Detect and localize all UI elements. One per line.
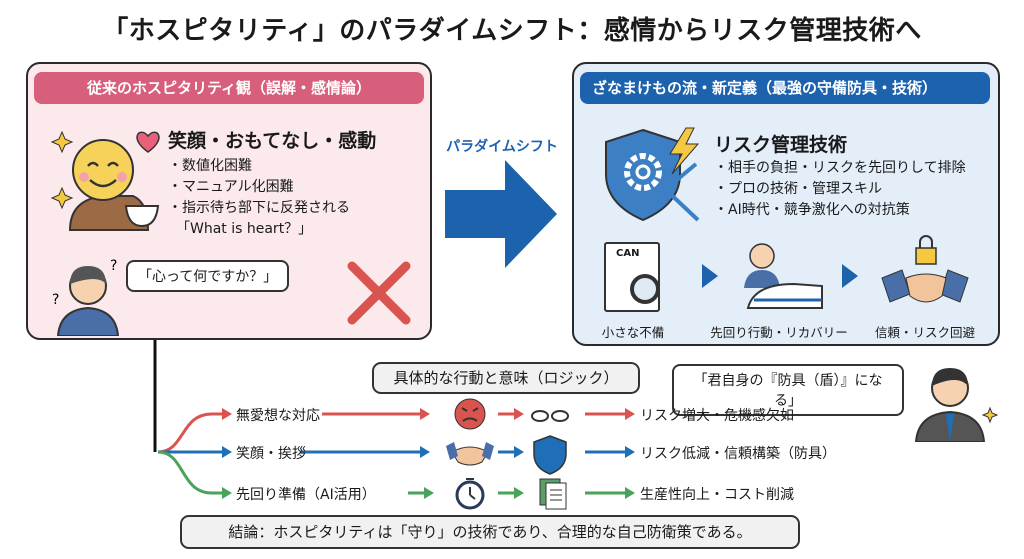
bullet-item: ・指示待ち部下に反発される (168, 200, 350, 216)
paradigm-shift-arrow-icon (445, 160, 557, 268)
conclusion-box: 結論：ホスピタリティは「守り」の技術であり、合理的な自己防衛策である。 (180, 515, 800, 549)
step-arrow-icon (702, 264, 718, 288)
confident-employee-icon (914, 368, 998, 442)
new-definition-panel: ざなまけもの流・新定義（最強の守備防具・技術） リスク管理技術 ・相手の負担・リ… (572, 62, 1000, 346)
red-arrows (212, 408, 635, 420)
traditional-view-header: 従来のホスピタリティ観（誤解・感情論） (34, 72, 424, 104)
action-label-smile-greeting: 笑顔・挨拶 (236, 446, 306, 462)
page-title: 「ホスピタリティ」のパラダイムシフト：感情からリスク管理技術へ (102, 16, 922, 46)
confused-employee-icon: ?? (52, 258, 120, 336)
confused-speech-bubble: 「心って何ですか？」 (126, 260, 290, 292)
bullet-item: ・AI時代・競争激化への対抗策 (714, 202, 910, 218)
smiling-host-icon (50, 130, 160, 231)
shield-gear-icon (605, 127, 700, 222)
angry-face-icon (454, 398, 486, 430)
document-magnifier-icon: CAN (604, 242, 660, 312)
handshake-icon (446, 442, 494, 466)
paradigm-shift-label: パラダイムシフト (446, 139, 558, 155)
documents-icon (539, 478, 567, 510)
risk-management-bullets: ・相手の負担・リスクを先回りして排除 ・プロの技術・管理スキル ・AI時代・競争… (714, 158, 966, 221)
stopwatch-icon (455, 478, 485, 510)
broken-chain-icon (531, 410, 569, 422)
step-arrow-icon (842, 264, 858, 288)
green-arrows (212, 487, 635, 499)
action-label-proactive-prep: 先回り準備（AI活用） (236, 487, 376, 503)
traditional-bullets: ・数値化困難 ・マニュアル化困難 ・指示待ち部下に反発される 「What is … (168, 156, 350, 240)
step-label: 小さな不備 (601, 325, 665, 340)
svg-text:?: ? (110, 258, 117, 274)
blue-arrows (212, 446, 635, 458)
train-recovery-icon (744, 243, 823, 309)
bullet-item: ・数値化困難 (168, 158, 252, 174)
bullet-item: ・プロの技術・管理スキル (714, 181, 882, 197)
step-label: 先回り行動・リカバリー (710, 325, 848, 340)
document-label: CAN (616, 248, 640, 259)
shield-icon (533, 435, 567, 475)
result-label-risk-reduction: リスク低減・信頼構築（防具） (640, 446, 836, 462)
result-label-risk-increase: リスク増大・危機感欠如 (640, 408, 794, 424)
result-label-productivity: 生産性向上・コスト削減 (640, 487, 794, 503)
svg-text:?: ? (52, 292, 59, 308)
step-label: 信頼・リスク回避 (874, 325, 975, 340)
what-is-heart-quote: 「What is heart？」 (176, 221, 313, 237)
cross-mark-icon (347, 261, 411, 325)
bullet-item: ・相手の負担・リスクを先回りして排除 (714, 160, 966, 176)
action-label-unfriendly: 無愛想な対応 (236, 408, 320, 424)
traditional-heading: 笑顔・おもてなし・感動 (168, 130, 377, 152)
new-definition-header: ざなまけもの流・新定義（最強の守備防具・技術） (580, 72, 990, 104)
traditional-view-panel: 従来のホスピタリティ観（誤解・感情論） 笑顔・おもてなし・感動 ・数値化困難 ・… (26, 62, 432, 340)
handshake-lock-icon (881, 235, 969, 303)
logic-label: 具体的な行動と意味（ロジック） (372, 362, 640, 394)
risk-management-heading: リスク管理技術 (714, 134, 848, 156)
armor-speech-bubble: 「君自身の『防具（盾）』になる」 (672, 364, 904, 416)
bullet-item: ・マニュアル化困難 (168, 179, 294, 195)
